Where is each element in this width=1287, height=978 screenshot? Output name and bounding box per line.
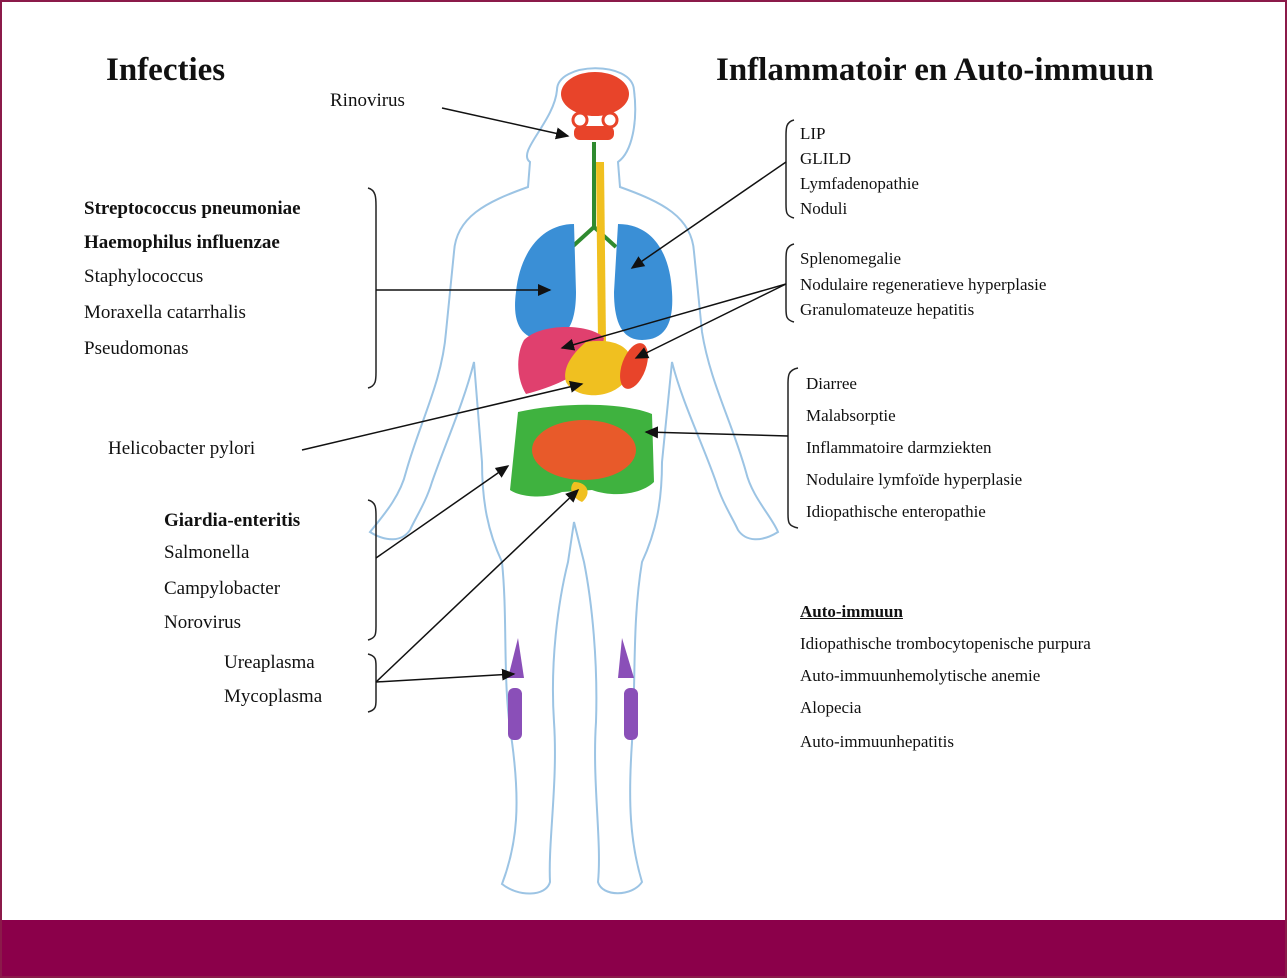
arrow-liver: [562, 284, 786, 348]
bracket-lungs-infections: [368, 188, 376, 388]
label-campylobacter: Campylobacter: [164, 578, 280, 600]
label-itp: Idiopathische trombocytopenische purpura: [800, 634, 1091, 654]
footer-bar: [2, 920, 1285, 976]
label-haemophilus: Haemophilus influenzae: [84, 232, 280, 254]
label-alopecia: Alopecia: [800, 698, 861, 718]
nasal-cavity: [574, 126, 614, 140]
label-splenomegalie: Splenomegalie: [800, 249, 901, 269]
label-salmonella: Salmonella: [164, 542, 249, 564]
label-giardia: Giardia-enteritis: [164, 510, 300, 532]
bracket-gut-infections: [368, 500, 376, 640]
lung-right: [614, 224, 672, 340]
brain: [561, 72, 629, 116]
label-lip: LIP: [800, 124, 826, 144]
label-ureaplasma: Ureaplasma: [224, 652, 315, 674]
bracket-liver-inflammatory: [786, 244, 794, 322]
arrow-lung-inflammatory: [632, 162, 786, 268]
label-malabsorptie: Malabsorptie: [806, 406, 896, 426]
body-diagram: [2, 2, 1285, 920]
sinus-right: [603, 113, 617, 127]
arrow-intestine: [646, 432, 788, 436]
esophagus: [600, 162, 602, 342]
label-glild: GLILD: [800, 149, 851, 169]
label-aih: Auto-immuunhepatitis: [800, 732, 954, 752]
label-rinovirus: Rinovirus: [330, 90, 405, 112]
label-noduli: Noduli: [800, 199, 847, 219]
arrow-joints-1: [376, 490, 578, 682]
hip-joint-left: [508, 638, 524, 678]
label-helicobacter: Helicobacter pylori: [108, 438, 255, 460]
label-moraxella: Moraxella catarrhalis: [84, 302, 246, 324]
trachea: [572, 142, 616, 247]
autoimmune-title: Auto-immuun: [800, 602, 903, 622]
knee-joint-left: [508, 688, 522, 740]
label-nodulaire-lymfoide: Nodulaire lymfoïde hyperplasie: [806, 470, 1022, 490]
title-infections: Infecties: [106, 52, 225, 89]
label-pseudomonas: Pseudomonas: [84, 338, 189, 360]
arrow-joints-2: [376, 674, 514, 682]
label-granulomateuze: Granulomateuze hepatitis: [800, 300, 974, 320]
label-lymfadenopathie: Lymfadenopathie: [800, 174, 919, 194]
knee-joint-right: [624, 688, 638, 740]
small-intestine: [532, 420, 636, 480]
hip-joint-right: [618, 638, 634, 678]
label-diarree: Diarree: [806, 374, 857, 394]
label-mycoplasma: Mycoplasma: [224, 686, 322, 708]
label-streptococcus: Streptococcus pneumoniae: [84, 198, 301, 220]
label-norovirus: Norovirus: [164, 612, 241, 634]
label-nodulaire-regeneratieve: Nodulaire regeneratieve hyperplasie: [800, 275, 1046, 295]
lung-left: [515, 224, 576, 340]
bracket-lung-inflammatory: [786, 120, 794, 218]
bracket-joint-infections: [368, 654, 376, 712]
label-idiopathische-enteropathie: Idiopathische enteropathie: [806, 502, 986, 522]
arrow-gut-infections: [376, 466, 508, 558]
bracket-intestine-inflammatory: [788, 368, 798, 528]
label-staphylococcus: Staphylococcus: [84, 266, 203, 288]
label-aiha: Auto-immuunhemolytische anemie: [800, 666, 1040, 686]
sinus-left: [573, 113, 587, 127]
label-inflammatoire-darmziekten: Inflammatoire darmziekten: [806, 438, 992, 458]
title-inflammatory: Inflammatoir en Auto-immuun: [716, 52, 1154, 89]
